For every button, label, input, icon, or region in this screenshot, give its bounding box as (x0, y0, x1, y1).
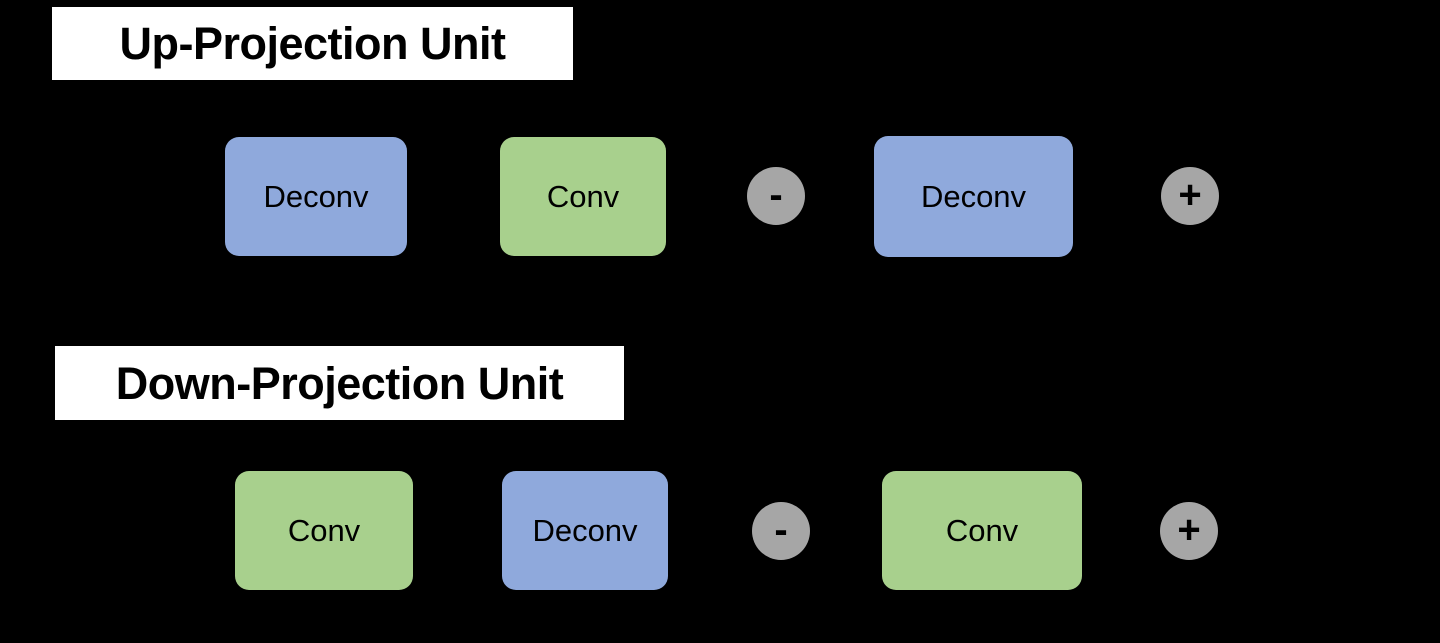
section-title-down-projection: Down-Projection Unit (55, 346, 624, 420)
block-label: Conv (287, 513, 361, 548)
minus-operator-icon[interactable]: - (747, 167, 805, 225)
block-label: Deconv (263, 179, 369, 214)
block-down-conv-2[interactable]: Conv (882, 471, 1082, 590)
minus-operator-icon[interactable]: - (752, 502, 810, 560)
plus-operator-label: + (1177, 507, 1201, 552)
block-down-conv-1[interactable]: Conv (235, 471, 413, 590)
minus-operator-label: - (769, 172, 783, 217)
section-title-up-projection: Up-Projection Unit (52, 7, 573, 80)
plus-operator-label: + (1178, 172, 1202, 217)
block-down-deconv-1[interactable]: Deconv (502, 471, 668, 590)
block-label: Deconv (920, 179, 1027, 214)
block-up-deconv-2[interactable]: Deconv (874, 136, 1073, 257)
block-up-deconv-1[interactable]: Deconv (225, 137, 407, 256)
minus-operator-label: - (774, 507, 788, 552)
plus-operator-icon[interactable]: + (1160, 502, 1218, 560)
block-label: Deconv (532, 513, 638, 548)
block-up-conv-1[interactable]: Conv (500, 137, 666, 256)
plus-operator-icon[interactable]: + (1161, 167, 1219, 225)
block-label: Conv (546, 179, 620, 214)
block-label: Conv (945, 513, 1019, 548)
